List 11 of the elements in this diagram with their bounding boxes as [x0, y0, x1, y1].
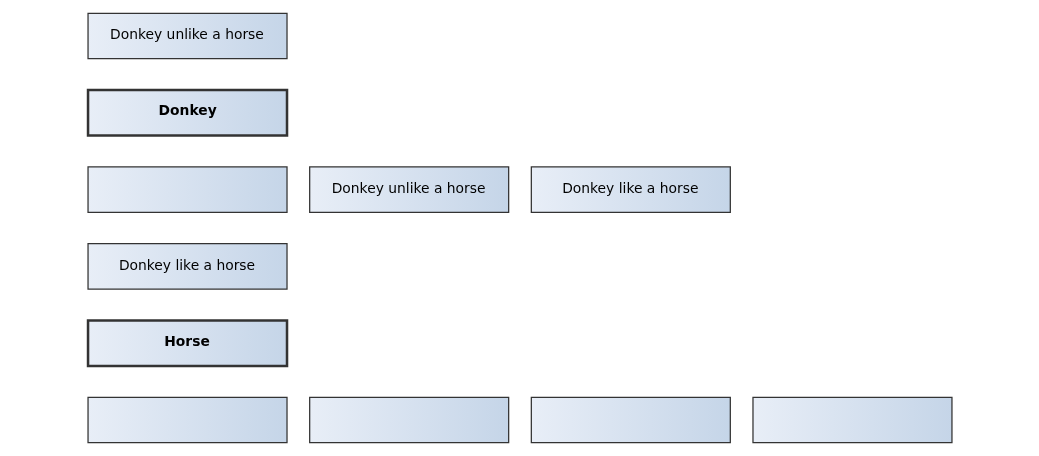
node-box [751, 396, 953, 444]
node-box: Horse [86, 319, 288, 368]
node-box: Donkey [86, 88, 288, 137]
node-box: Donkey like a horse [530, 166, 731, 213]
node-box [86, 396, 288, 444]
node-box [86, 166, 288, 213]
node-box: Donkey unlike a horse [86, 12, 288, 60]
node-box [530, 396, 731, 444]
node-box [308, 396, 509, 444]
node-box: Donkey unlike a horse [308, 166, 509, 213]
node-box: Donkey like a horse [86, 243, 288, 290]
